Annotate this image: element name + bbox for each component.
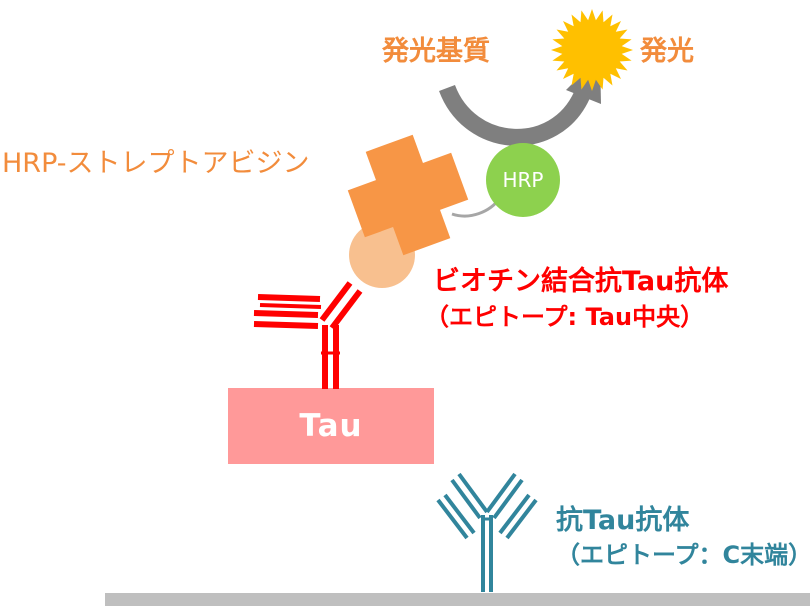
sun-icon: [551, 9, 633, 91]
hrp-enzyme: [486, 143, 560, 217]
capture-epitope-label: （エピトープ：C末端）: [556, 541, 810, 569]
tau-protein: [228, 388, 434, 464]
capture-antibody-label: 抗Tau抗体: [556, 505, 690, 536]
sun-burst: [551, 9, 633, 91]
reaction-arrow: [439, 84, 590, 146]
plate-surface: [105, 593, 810, 606]
emission-label: 発光: [640, 36, 694, 67]
biotin-epitope-label: （エピトープ: Tau中央）: [425, 303, 705, 331]
tau-label: Tau: [299, 407, 363, 444]
hrp-label: HRP: [502, 168, 544, 192]
streptavidin-icon: [347, 134, 469, 256]
detection-antibody-icon: [253, 281, 363, 389]
substrate-label: 発光基質: [382, 36, 490, 67]
streptavidin-label: HRP-ストレプトアビジン: [2, 148, 310, 179]
biotin-antibody-label: ビオチン結合抗Tau抗体: [433, 266, 729, 297]
capture-antibody-icon: [436, 472, 538, 592]
